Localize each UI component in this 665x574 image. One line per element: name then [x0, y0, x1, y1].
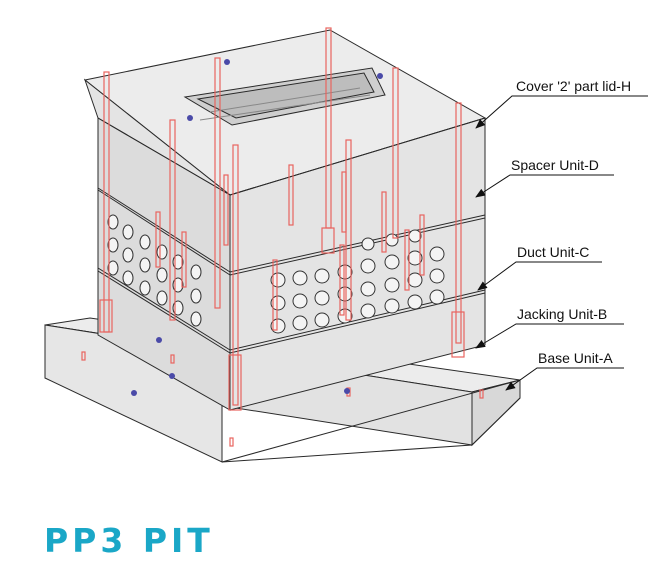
leader-lines: [475, 95, 648, 391]
bolts: [131, 59, 383, 396]
label-spacer-unit-d: Spacer Unit-D: [511, 157, 599, 173]
label-duct-unit-c: Duct Unit-C: [517, 244, 590, 260]
duct-holes-right: [270, 229, 445, 334]
label-base-unit-a: Base Unit-A: [538, 350, 613, 366]
label-jacking-unit-b: Jacking Unit-B: [517, 306, 608, 322]
page-title: PP3 PIT: [44, 521, 214, 560]
tie-rods: [81, 27, 484, 447]
label-cover-lid-h: Cover '2' part lid-H: [516, 78, 632, 94]
unit-stack: [83, 29, 487, 411]
